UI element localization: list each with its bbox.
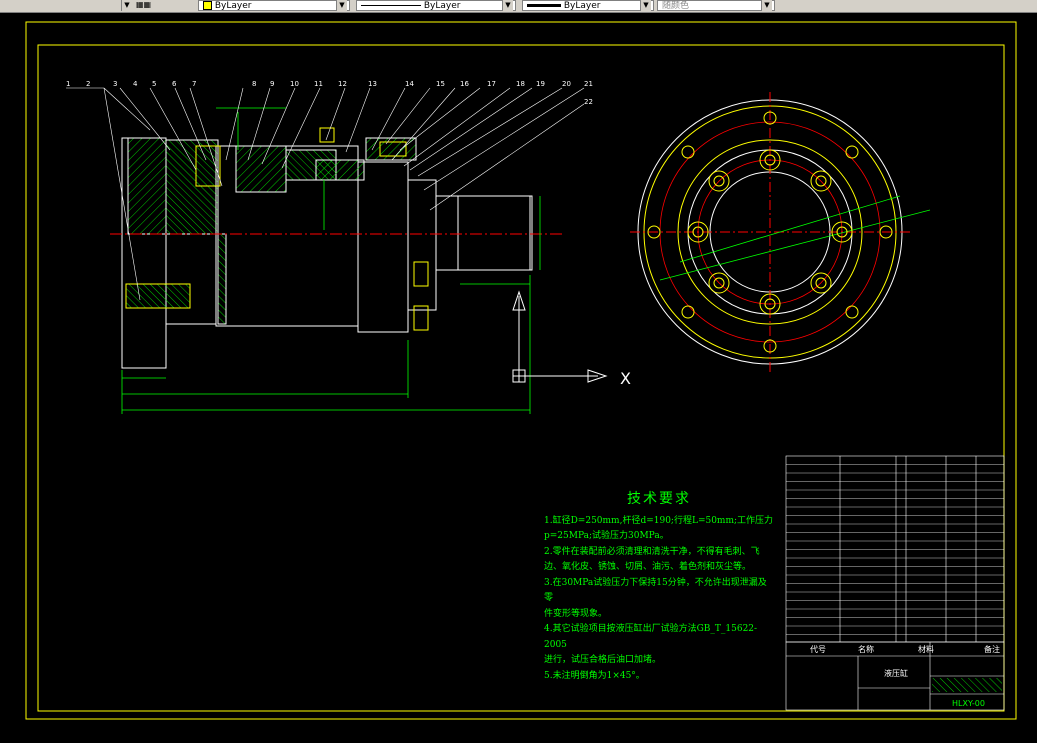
tech-line-5: 3.在30MPa试验压力下保持15分钟，不允许出现泄漏及零 (544, 577, 767, 604)
balloon-22: 22 (584, 98, 593, 106)
balloon-14: 14 (405, 80, 414, 88)
title-block (785, 641, 1005, 711)
properties-toolbar: ▦▦ ▼ ByLayer ▼ ByLayer ▼ ByLayer ▼ 随颜色 ▼ (0, 0, 1037, 13)
thin-line-icon (361, 5, 421, 6)
linetype-value: ByLayer (214, 1, 252, 11)
header-name: 名称 (858, 644, 874, 654)
plotstyle-select[interactable]: ByLayer (522, 0, 654, 11)
balloon-3: 3 (113, 80, 117, 88)
cylinder-section-view (110, 127, 565, 369)
balloon-10: 10 (290, 80, 299, 88)
layer-tools-icon[interactable]: ▦▦ (136, 0, 152, 9)
balloon-16: 16 (460, 80, 469, 88)
parts-list (785, 455, 1005, 643)
balloon-19: 19 (536, 80, 545, 88)
plotstyle-dropdown-arrow[interactable]: ▼ (640, 0, 651, 11)
tech-line-4: 边、氧化皮、锈蚀、切屑、油污、着色剂和灰尘等。 (544, 562, 752, 572)
tech-line-6: 件变形等现象。 (544, 608, 608, 619)
ucs-icon (512, 290, 608, 383)
header-remark: 备注 (984, 644, 1000, 654)
drawing-number: HLXY-00 (952, 699, 985, 708)
balloon-13: 13 (368, 80, 377, 88)
color-swatch-icon (203, 1, 212, 10)
tech-line-7: 4.其它试验项目按液压缸出厂试验方法GB_T_15622-2005 (544, 624, 758, 650)
inner-frame (37, 44, 1005, 712)
balloon-labels: 1 2 3 4 5 6 7 8 9 10 11 12 13 14 15 16 1… (66, 80, 593, 106)
company-name-block (932, 678, 1002, 692)
header-code: 代号 (810, 644, 826, 654)
layer-dropdown-arrow[interactable]: ▼ (121, 0, 132, 11)
balloon-1: 1 (66, 80, 70, 88)
parts-list-rows (786, 464, 1004, 635)
balloon-5: 5 (152, 80, 156, 88)
balloon-2: 2 (86, 80, 90, 88)
balloon-15: 15 (436, 80, 445, 88)
color-dropdown-arrow[interactable]: ▼ (761, 0, 772, 11)
drawing-title: 液压缸 (884, 668, 908, 678)
balloon-18: 18 (516, 80, 525, 88)
balloon-21: 21 (584, 80, 593, 88)
color-select[interactable]: 随颜色 (657, 0, 775, 11)
tech-title: 技术要求 (627, 491, 691, 507)
tech-requirements: 技术要求 1.缸径D=250mm,杆径d=190;行程L=50mm;工作压力 p… (544, 491, 774, 684)
tech-line-1: 1.缸径D=250mm,杆径d=190;行程L=50mm;工作压力 (544, 515, 774, 526)
balloon-11: 11 (314, 80, 323, 88)
color-value: 随颜色 (662, 1, 690, 11)
header-material: 材料 (918, 644, 934, 654)
balloon-12: 12 (338, 80, 347, 88)
tech-line-2: p=25MPa;试验压力30MPa。 (544, 531, 669, 541)
balloon-4: 4 (133, 80, 138, 88)
balloon-20: 20 (562, 80, 571, 88)
linetype-dropdown-arrow[interactable]: ▼ (336, 0, 347, 11)
balloon-8: 8 (252, 80, 256, 88)
balloon-17: 17 (487, 80, 496, 88)
tech-line-9: 5.未注明倒角为1×45°。 (544, 670, 645, 681)
tech-line-8: 进行，试压合格后油口加堵。 (544, 655, 662, 665)
lineweight-dropdown-arrow[interactable]: ▼ (502, 0, 513, 11)
section-dimensions (121, 107, 541, 414)
title-block-header: 代号 名称 材料 备注 (810, 644, 1000, 654)
thick-line-icon (527, 4, 561, 7)
outer-frame (25, 21, 1017, 720)
linetype-select[interactable]: ByLayer (198, 0, 350, 11)
lineweight-select[interactable]: ByLayer (356, 0, 516, 11)
lineweight-value: ByLayer (423, 1, 461, 11)
balloon-9: 9 (270, 80, 274, 88)
balloon-leaders (66, 87, 585, 301)
tech-line-3: 2.零件在装配前必须清理和清洗干净，不得有毛刺、飞 (544, 546, 760, 557)
drawing-canvas[interactable]: 1 2 3 4 5 6 7 8 9 10 11 12 13 14 15 16 1… (0, 12, 1037, 739)
balloon-6: 6 (172, 80, 177, 88)
flange-end-view (630, 92, 931, 372)
plotstyle-value: ByLayer (563, 1, 601, 11)
balloon-7: 7 (192, 80, 196, 88)
cad-drawing: 1 2 3 4 5 6 7 8 9 10 11 12 13 14 15 16 1… (25, 21, 1017, 720)
ucs-x-label: X (620, 369, 631, 388)
